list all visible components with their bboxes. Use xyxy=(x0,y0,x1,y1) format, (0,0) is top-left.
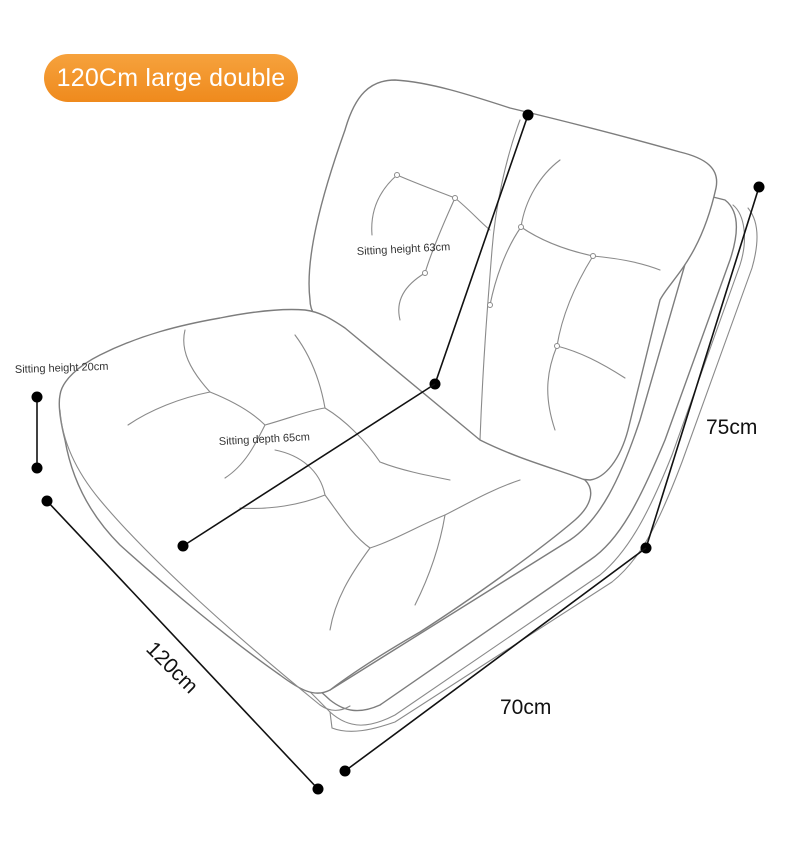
dimension-end-dot xyxy=(41,495,53,507)
backrest-button xyxy=(487,302,493,308)
seat-tuft-seam-11 xyxy=(369,514,446,549)
seat-depth-label: Sitting depth 65cm xyxy=(219,431,311,448)
seat-tuft-seam-4 xyxy=(224,424,266,479)
seat-tuft-seam-6 xyxy=(294,334,326,409)
backrest-button xyxy=(394,172,400,178)
seat-height-label: Sitting height 20cm xyxy=(15,361,109,376)
chair-base-lower-line xyxy=(329,207,758,732)
backrest-tuft-seam-12 xyxy=(520,159,561,228)
seat-tuft-seam-2 xyxy=(127,391,211,426)
height-dimension-line xyxy=(645,186,760,549)
backrest-height-label: Sitting height 63cm xyxy=(357,241,451,258)
backrest-tuft-seam-9 xyxy=(547,345,558,431)
dimension-end-dot xyxy=(31,391,43,403)
backrest-divider-seam xyxy=(479,119,521,441)
seat-tuft-seam-3 xyxy=(209,391,266,426)
backrest-tuft-seam-1 xyxy=(371,174,398,236)
backrest-button xyxy=(518,224,524,230)
dimension-end-dot xyxy=(522,109,534,121)
length-dimension-line xyxy=(46,500,319,790)
seat-tuft-seam-14 xyxy=(414,514,446,606)
backrest-tuft-seam-5 xyxy=(454,197,491,231)
backrest-tuft-seam-6 xyxy=(520,226,594,257)
backrest-button xyxy=(590,253,596,259)
seat-tuft-seam-9 xyxy=(239,494,326,509)
seat-tuft-seam-13 xyxy=(329,547,371,631)
seat-cushion xyxy=(58,308,592,694)
seat-tuft-seam-8 xyxy=(379,461,451,481)
width-dimension-label: 70cm xyxy=(500,696,551,719)
backrest-button xyxy=(422,270,428,276)
width-dimension-line xyxy=(344,547,647,772)
size-badge: 120Cm large double xyxy=(44,54,298,102)
backrest-tuft-seam-2 xyxy=(396,174,456,199)
backrest-tuft-seam-7 xyxy=(489,226,522,306)
backrest-tuft-seam-11 xyxy=(556,345,626,379)
backrest-height-dimension-line xyxy=(434,114,529,385)
length-dimension-label: 120cm xyxy=(141,637,202,698)
seat-cushion-side xyxy=(59,409,351,711)
backrest-tuft-seam-10 xyxy=(592,255,661,271)
dimension-end-dot xyxy=(31,462,43,474)
seat-tuft-seam-7 xyxy=(324,407,381,463)
dimension-end-dot xyxy=(177,540,189,552)
dimension-end-dot xyxy=(312,783,324,795)
backrest-button xyxy=(452,195,458,201)
seat-tuft-seam-10 xyxy=(324,494,371,549)
backrest-tuft-seam-3 xyxy=(424,197,456,274)
seat-tuft-seam-1 xyxy=(183,329,211,393)
backrest-button xyxy=(554,343,560,349)
height-dimension-label: 75cm xyxy=(706,416,757,439)
dimension-end-dot xyxy=(753,181,765,193)
dimension-end-dot xyxy=(339,765,351,777)
seat-tuft-seam-5 xyxy=(264,407,326,426)
backrest-tuft-seam-4 xyxy=(398,272,426,321)
backrest-tuft-seam-8 xyxy=(556,255,594,347)
seat-tuft-seam-12 xyxy=(444,479,521,516)
seat-depth-dimension-line xyxy=(182,383,436,547)
